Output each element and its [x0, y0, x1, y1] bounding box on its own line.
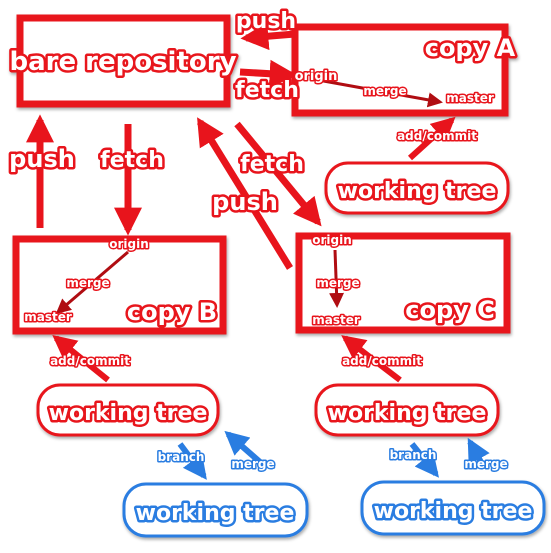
addcommit-c-label: add/commit — [342, 354, 422, 368]
origin-b-label: origin — [109, 237, 149, 251]
addcommit-b-arrow — [52, 334, 110, 383]
merge-a-arrow — [317, 78, 443, 108]
working-tree-c-label: working tree — [328, 401, 487, 426]
bare-repository-box: bare repository — [7, 14, 239, 108]
branch-b-arrow — [177, 442, 207, 480]
copy-b-box: copy B — [12, 235, 227, 335]
working-tree-c-clone: working tree — [360, 480, 546, 536]
working-tree-c-clone-label: working tree — [374, 499, 533, 524]
fetch-a-arrow — [239, 59, 298, 88]
bare-repository-label: bare repository — [9, 47, 236, 77]
working-tree-a-label: working tree — [338, 179, 497, 204]
working-tree-b-clone: working tree — [122, 482, 309, 538]
origin-a-label: origin — [295, 69, 338, 84]
merge-a-label: merge — [363, 84, 406, 98]
merge-b2-arrow — [224, 430, 262, 465]
addcommit-a-arrow — [407, 116, 456, 161]
fetch-a-label: fetch — [235, 78, 299, 103]
addcommit-a-label: add/commit — [397, 129, 477, 143]
push-c-label: push — [212, 188, 278, 216]
fetch-c-label: fetch — [240, 152, 304, 177]
working-tree-b-clone-label: working tree — [136, 501, 295, 526]
working-tree-b-label: working tree — [49, 401, 208, 426]
merge-c-arrow — [329, 249, 345, 308]
push-a-arrow — [240, 22, 296, 51]
push-c-arrow — [197, 117, 293, 270]
merge-b2-label: merge — [231, 457, 274, 471]
copy-b-label: copy B — [127, 298, 217, 326]
branch-b-label: branch — [158, 450, 205, 464]
origin-c-label: origin — [312, 233, 352, 247]
fetch-b-label: fetch — [100, 148, 164, 173]
master-c-label: master — [312, 313, 360, 327]
merge-c2-arrow — [467, 437, 490, 466]
copy-c-label: copy C — [405, 296, 495, 324]
merge-c-label: merge — [316, 276, 359, 290]
merge-b-arrow — [55, 250, 129, 314]
copy-a-box: copy A — [291, 23, 518, 117]
addcommit-b-label: add/commit — [50, 354, 130, 368]
addcommit-c-arrow — [341, 335, 402, 383]
copy-a-label: copy A — [425, 34, 516, 62]
branch-c-label: branch — [390, 448, 437, 462]
branch-c-arrow — [409, 442, 439, 478]
push-a-label: push — [236, 9, 296, 34]
working-tree-c: working tree — [314, 383, 500, 437]
fetch-c-arrow — [234, 121, 322, 227]
master-b-label: master — [24, 310, 72, 324]
merge-b-label: merge — [66, 276, 109, 290]
merge-c2-label: merge — [464, 457, 507, 471]
push-b-label: push — [9, 145, 75, 173]
master-a-label: master — [446, 91, 494, 105]
working-tree-b: working tree — [36, 383, 220, 437]
working-tree-a: working tree — [324, 161, 510, 215]
